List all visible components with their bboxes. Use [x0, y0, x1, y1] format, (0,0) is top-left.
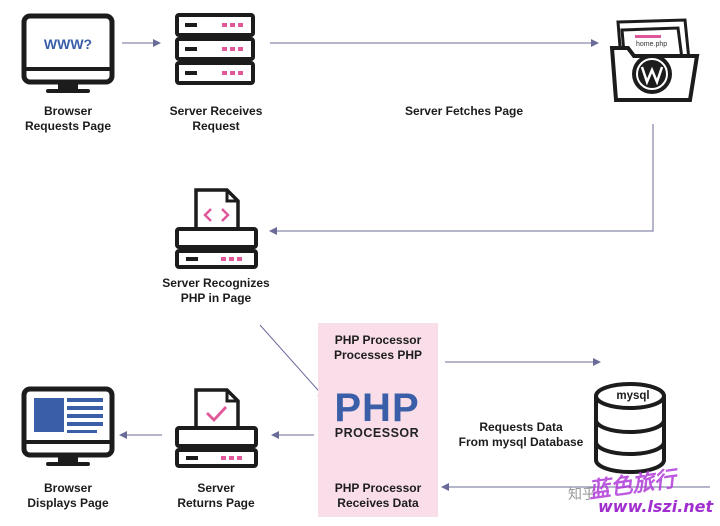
folder-wordpress-icon: [609, 18, 700, 102]
flow-arrows: [119, 39, 710, 491]
zhihu-watermark: 知乎: [568, 486, 596, 502]
label-server-recognizes: Server Recognizes PHP in Page: [162, 276, 270, 305]
processor-logo-text: PROCESSOR: [334, 426, 420, 440]
label-php-receives: PHP Processor Receives Data: [334, 481, 422, 510]
arrow-recognize-to-php: [259, 324, 326, 399]
label-server-returns: Server Returns Page: [177, 481, 255, 510]
php-processor-panel: [318, 323, 438, 517]
mysql-label: mysql: [616, 390, 650, 402]
document-check-icon: [175, 388, 258, 468]
server-receives-icon: [175, 13, 255, 85]
arrow-folder-to-recognize: [269, 124, 654, 235]
label-server-receives: Server Receives Request: [169, 104, 263, 133]
label-php-processes: PHP Processor Processes PHP: [333, 333, 423, 362]
display-monitor-icon: [21, 386, 115, 466]
label-browser-displays: Browser Displays Page: [27, 481, 109, 510]
php-logo: PHP: [334, 386, 420, 430]
site-watermark-url: www.lszi.net: [598, 497, 714, 516]
label-browser-requests: Browser Requests Page: [24, 104, 112, 133]
file-name-label: home.php: [636, 41, 668, 48]
label-server-fetches: Server Fetches Page: [404, 104, 524, 118]
mysql-database-icon: [594, 382, 666, 474]
document-code-icon: [175, 188, 258, 269]
www-text: WWW?: [43, 36, 93, 52]
browser-monitor-icon: [21, 13, 115, 93]
label-requests-data: Requests Data From mysql Database: [458, 420, 584, 449]
